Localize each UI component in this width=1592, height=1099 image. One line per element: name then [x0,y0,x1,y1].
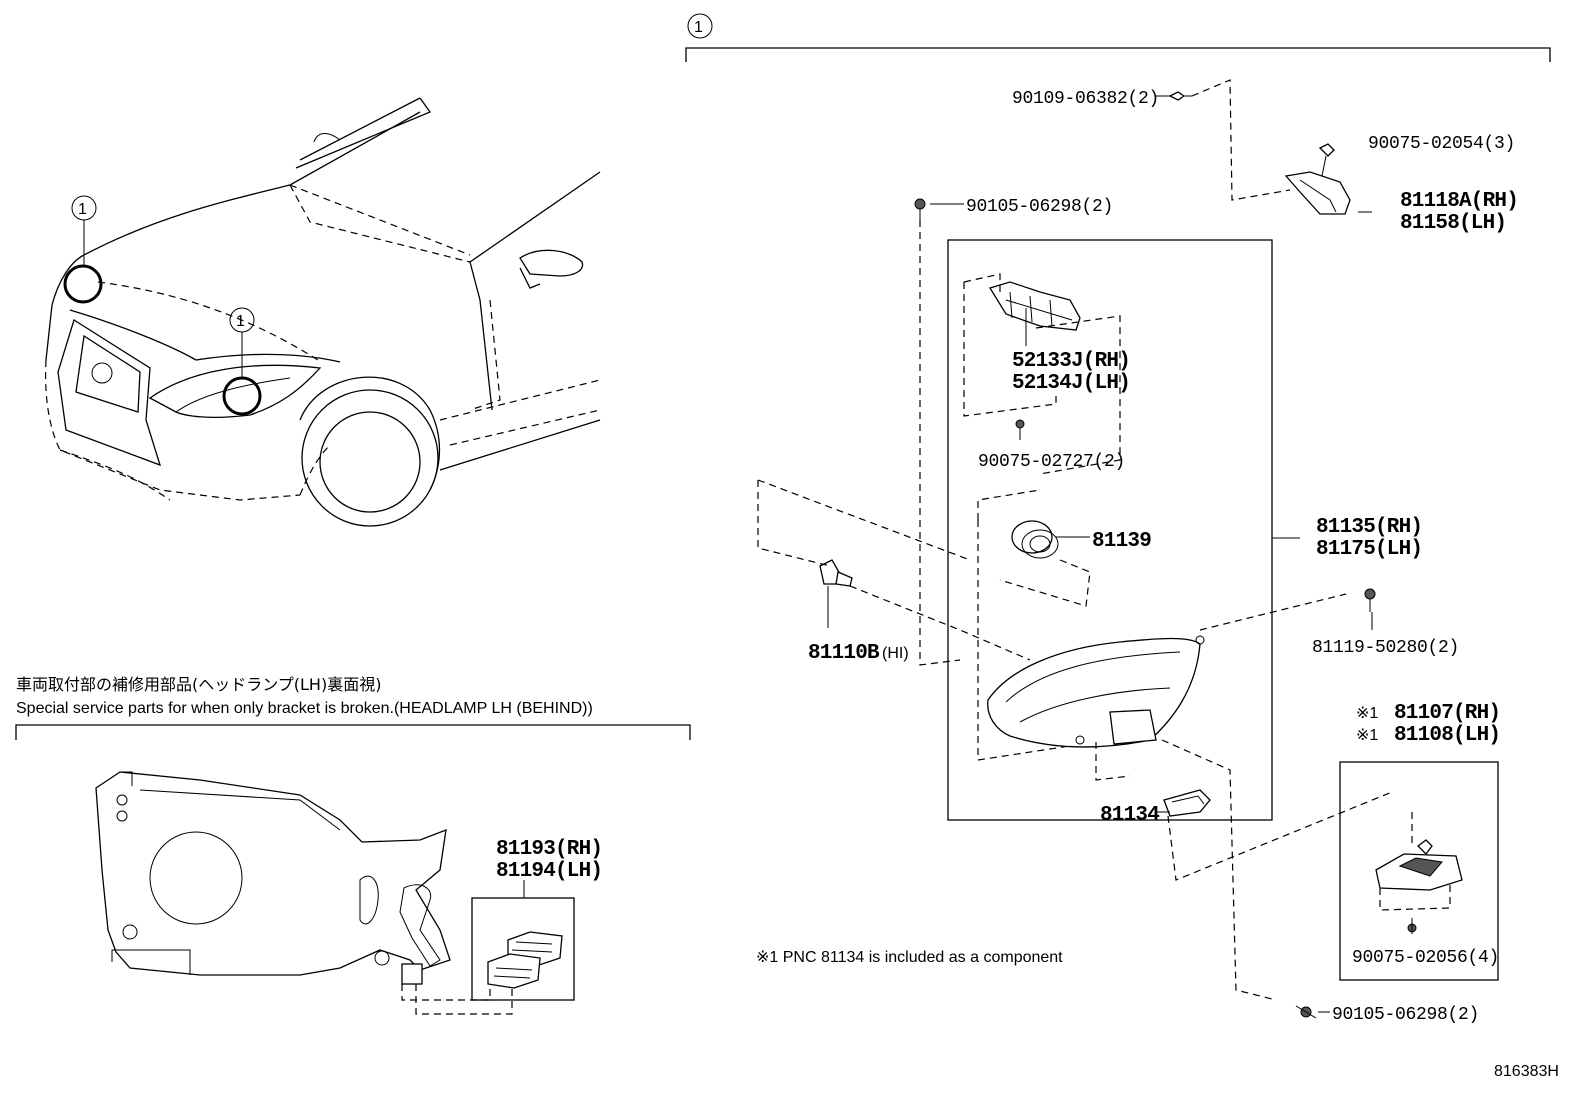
label-81110b-suffix: (HI) [882,645,909,662]
bolt-90109-icon [1168,91,1192,101]
callout-label: 1 [236,313,245,330]
headlamp-back-view-icon [95,771,451,976]
service-note-japanese: 車両取付部の補修用部品(ヘッドランプ(LH)裏面視) [16,675,381,694]
ballast-81107-icon [1375,839,1463,934]
label-81194: 81194(LH) [496,860,602,883]
label-81108-mark: ※1 [1356,727,1378,744]
screw-90075-02727-icon [1015,419,1025,440]
callout-circle-1a [71,195,97,221]
bracket-52133-icon [989,281,1081,331]
label-52134: 52134J(LH) [1012,372,1130,395]
label-90105-top: 90105-06298(2) [966,197,1113,217]
car-front-illustration: 1 1 [45,97,601,527]
label-81193: 81193(RH) [496,838,602,861]
label-81158: 81158(LH) [1400,212,1506,235]
bracket-81118-icon [1284,143,1351,215]
label-81175: 81175(LH) [1316,538,1422,561]
label-90105-bottom: 90105-06298(2) [1332,1005,1479,1025]
label-81134: 81134 [1100,804,1159,827]
label-52133: 52133J(RH) [1012,350,1130,373]
ballast-box [1339,761,1499,981]
label-81135: 81135(RH) [1316,516,1422,539]
screw-90105-top-icon [914,198,926,220]
bulb-81110b-icon [819,559,853,628]
screw-81119-icon [1364,588,1376,612]
label-90075-02054: 90075-02054(3) [1368,134,1515,154]
assembly-bracket: 1 [685,13,1551,62]
diagram-code: 816383H [1494,1063,1559,1080]
label-90109: 90109-06382(2) [1012,89,1159,109]
label-81108: 81108(LH) [1394,724,1500,747]
assembly-callout-label: 1 [694,19,703,36]
label-81139: 81139 [1092,530,1151,553]
service-bracket-box [471,897,575,1001]
service-parts-section: 車両取付部の補修用部品(ヘッドランプ(LH)裏面視) Special servi… [15,675,691,1015]
label-90075-02056: 90075-02056(4) [1352,948,1499,968]
callout-circle-1b [229,307,255,333]
footnote: ※1 PNC 81134 is included as a component [756,949,1063,966]
gasket-81134-icon [1163,789,1211,817]
label-81110b: 81110B [808,642,880,665]
label-81107: 81107(RH) [1394,702,1500,725]
service-note-english: Special service parts for when only brac… [16,700,593,717]
mount-point-icon [401,963,423,985]
label-81119: 81119-50280(2) [1312,638,1459,658]
label-81118: 81118A(RH) [1400,190,1518,213]
label-90075-02727: 90075-02727(2) [978,452,1125,472]
headlamp-unit-icon [987,635,1205,748]
socket-81139-icon [1011,520,1059,559]
callout-label: 1 [78,201,87,218]
service-bracket-81193-icon [487,931,563,989]
headlamp-assembly-box [947,239,1273,821]
screw-90105-bottom-icon [1295,1005,1317,1019]
label-81107-mark: ※1 [1356,705,1378,722]
